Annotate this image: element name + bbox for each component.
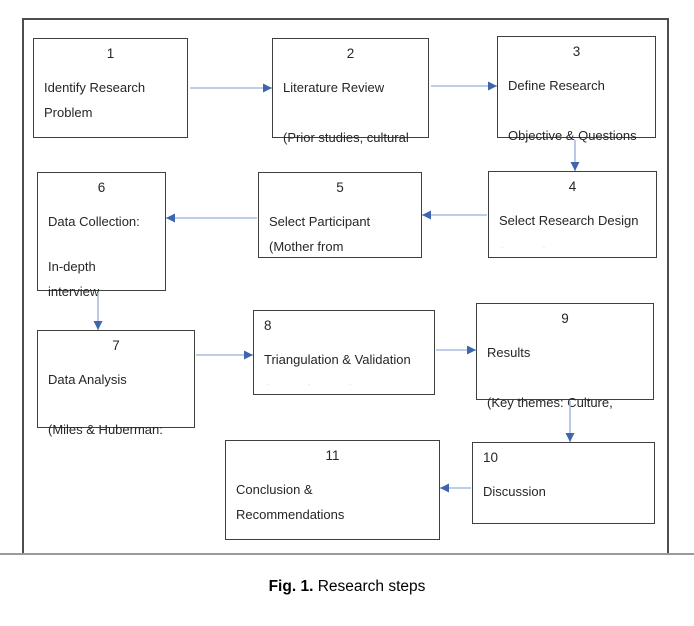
box-text-line: Problem	[44, 105, 93, 120]
box-text-line: Select Research Design	[499, 213, 639, 228]
box-text-line	[283, 100, 418, 125]
box-text-line: Data Collection:	[48, 214, 140, 229]
box-text-line: interview	[48, 284, 100, 299]
box-text-line: (Mother from	[269, 239, 344, 254]
box-text-line: Define Research	[508, 78, 605, 93]
box-text-line	[487, 365, 643, 390]
flow-box-8: 8 Triangulation & Validation · · ·	[253, 310, 435, 395]
box-text-line: Select Participant	[269, 214, 371, 229]
figure-caption-label: Fig. 1.	[268, 578, 314, 595]
flow-box-11: 11 Conclusion & Recommendations	[225, 440, 440, 540]
box-number: 5	[336, 180, 344, 195]
box-number: 6	[97, 180, 106, 195]
box-number: 8	[264, 318, 272, 333]
flow-box-2: 2 Literature Review (Prior studies, cult…	[272, 38, 429, 145]
box-text-line: Conclusion &	[236, 482, 313, 497]
box-number: 10	[483, 450, 499, 465]
flow-box-6: 6 Data Collection: In-depth interview	[37, 172, 166, 299]
box-text-line: (Prior studies, cultural	[283, 130, 409, 145]
flow-box-7: 7 Data Analysis (Miles & Huberman:	[37, 330, 195, 437]
faded-text-remnant: · ·	[501, 242, 564, 252]
box-number: 1	[106, 46, 115, 61]
flow-box-9: 9 Results (Key themes: Culture,	[476, 303, 654, 410]
figure-caption: Fig. 1. Research steps	[0, 578, 694, 596]
box-number: 4	[568, 179, 577, 194]
box-number: 9	[561, 311, 569, 326]
box-text-line: (Key themes: Culture,	[487, 395, 613, 410]
flow-box-1: 1 Identify Research Problem	[33, 38, 188, 138]
box-number: 11	[325, 448, 340, 463]
box-text-line: Results	[487, 345, 531, 360]
faded-text-remnant: · · ·	[266, 379, 370, 389]
box-text-line: Identify Research	[44, 80, 146, 95]
diagram-border	[22, 18, 669, 554]
figure-caption-text: Research steps	[313, 578, 426, 595]
flow-box-3: 3 Define Research Objective & Questions	[497, 36, 656, 143]
flow-box-10: 10 Discussion	[472, 442, 655, 524]
box-text-line: Triangulation & Validation	[264, 352, 411, 367]
box-text-line: (Miles & Huberman:	[48, 422, 163, 437]
box-text-line: Data Analysis	[48, 372, 127, 387]
box-number: 2	[346, 46, 355, 61]
box-text-line: Recommendations	[236, 507, 345, 522]
box-text-line: Discussion	[483, 484, 546, 499]
box-text-line	[48, 392, 184, 417]
box-text-line: Literature Review	[283, 80, 385, 95]
box-text-line	[508, 98, 645, 123]
box-number: 3	[572, 44, 581, 59]
box-text-line: Objective & Questions	[508, 128, 637, 143]
flow-box-5: 5 Select Participant (Mother from	[258, 172, 422, 258]
box-number: 7	[112, 338, 120, 353]
bottom-divider-line	[0, 553, 694, 555]
box-text-line	[48, 234, 155, 254]
flow-box-4: 4 Select Research Design · ·	[488, 171, 657, 258]
box-text-line: In-depth	[48, 259, 96, 274]
